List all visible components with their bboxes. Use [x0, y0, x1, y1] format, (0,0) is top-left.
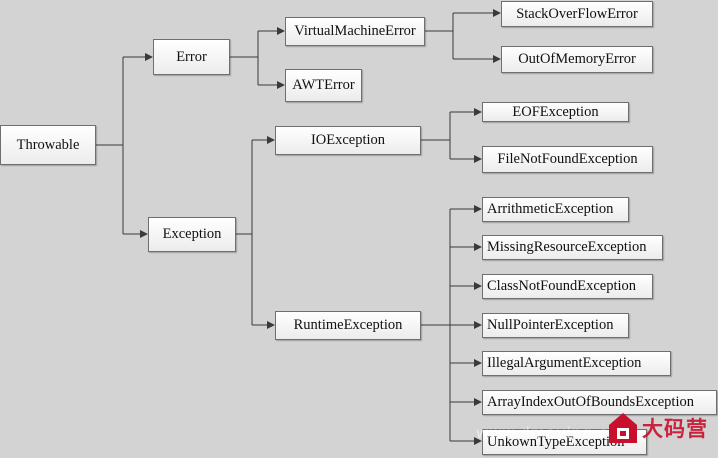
node-error: Error: [153, 39, 230, 75]
node-class-not-found-exception: ClassNotFoundException: [482, 274, 653, 299]
watermark-url: www.dmaying.com: [476, 424, 634, 442]
node-awt-error: AWTError: [285, 69, 362, 102]
node-io-exception: IOException: [275, 126, 421, 155]
node-out-of-memory-error: OutOfMemoryError: [501, 46, 653, 73]
connector-error-trunk: [230, 31, 259, 85]
node-null-pointer-exception: NullPointerException: [482, 313, 629, 338]
node-throwable: Throwable: [0, 125, 96, 165]
node-illegal-argument-exception: IllegalArgumentException: [482, 351, 671, 376]
node-missing-resource-exception: MissingResourceException: [482, 235, 663, 260]
connector-runtime-trunk: [421, 209, 451, 441]
node-runtime-exception: RuntimeException: [275, 311, 421, 340]
watermark-brand: 大码营: [642, 417, 708, 441]
node-virtual-machine-error: VirtualMachineError: [285, 17, 425, 46]
watermark: 大码营: [608, 408, 718, 448]
node-exception: Exception: [148, 217, 236, 252]
node-array-index-out-of-bounds-exception: ArrayIndexOutOfBoundsException: [482, 390, 717, 415]
connector-throwable-trunk: [96, 57, 124, 234]
connector-exception-trunk: [236, 140, 253, 325]
node-eof-exception: EOFException: [482, 102, 629, 122]
connector-io-trunk: [421, 112, 451, 159]
connector-vme-trunk: [425, 13, 454, 59]
watermark-logo-icon: [609, 413, 637, 443]
node-stack-overflow-error: StackOverFlowError: [501, 1, 653, 27]
node-arrithmetic-exception: ArrithmeticException: [482, 197, 629, 222]
node-file-not-found-exception: FileNotFoundException: [482, 146, 653, 173]
